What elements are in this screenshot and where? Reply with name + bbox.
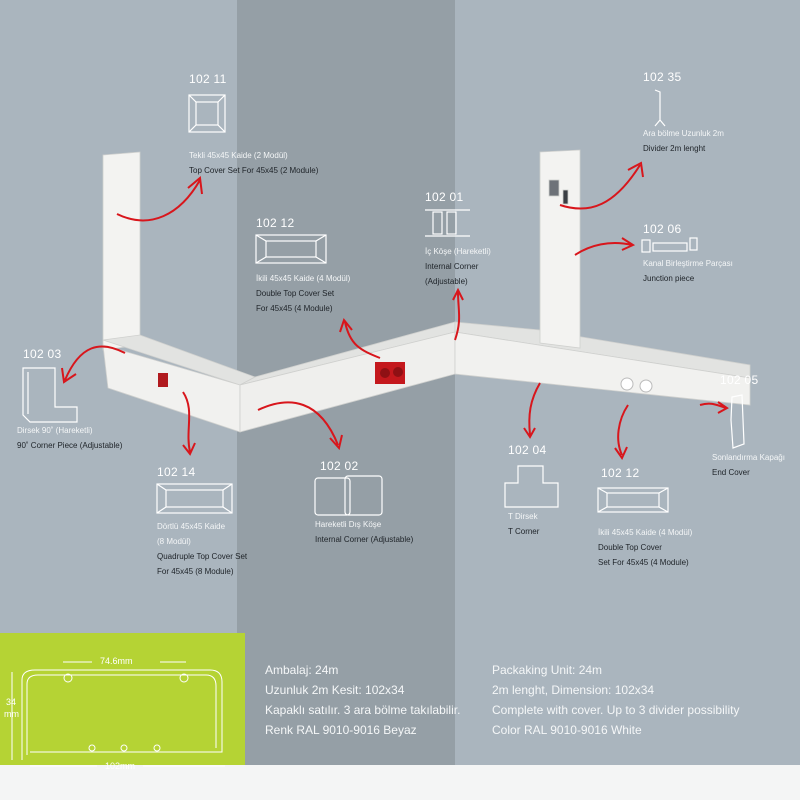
dim-top-width: 74.6mm xyxy=(100,656,133,666)
part-name-tr: Ara bölme Uzunluk 2m xyxy=(643,129,724,138)
part-name-tr: Sonlandırma Kapağı xyxy=(712,453,785,462)
spec-line: Color RAL 9010-9016 White xyxy=(492,723,642,737)
spec-line: Complete with cover. Up to 3 divider pos… xyxy=(492,703,740,717)
specs-turkish: Ambalaj: 24m Uzunluk 2m Kesit: 102x34 Ka… xyxy=(265,660,460,740)
arrow-icon xyxy=(699,401,729,414)
arrow-icon xyxy=(257,401,343,451)
callout-102-02: 102 02 Hareketli Dış Köşe Internal Corne… xyxy=(315,459,413,547)
part-name-en: Set For 45x45 (4 Module) xyxy=(598,558,689,567)
part-name-en: (Adjustable) xyxy=(425,277,468,286)
corner-90-icon xyxy=(22,367,78,423)
part-name-tr: T Dirsek xyxy=(508,512,538,521)
part-name-en: T Corner xyxy=(508,527,540,536)
arrow-icon xyxy=(559,161,644,210)
junction-piece-icon xyxy=(641,237,698,253)
arrow-icon xyxy=(574,237,636,256)
profile-panel xyxy=(0,633,245,765)
socket-red xyxy=(158,373,168,387)
part-name-tr: İkili 45x45 Kaide (4 Modül) xyxy=(598,528,693,537)
spec-line: 2m lenght, Dimension: 102x34 xyxy=(492,683,655,697)
end-cover-icon xyxy=(730,394,745,449)
part-name-en: End Cover xyxy=(712,468,750,477)
part-name-en: Double Top Cover xyxy=(598,543,662,552)
cable-channel xyxy=(102,149,751,433)
specs-english: Packaking Unit: 24m 2m lenght, Dimension… xyxy=(492,660,739,740)
double-top-cover-icon-2 xyxy=(597,487,669,513)
internal-corner-icon xyxy=(425,209,470,237)
part-code: 102 03 xyxy=(23,347,62,361)
arrow-icon xyxy=(523,382,541,439)
part-name-en: Internal Corner xyxy=(425,262,479,271)
part-code: 102 04 xyxy=(508,443,547,457)
t-corner-icon xyxy=(504,465,559,508)
dim-height: 34 xyxy=(6,697,17,707)
callout-102-03: 102 03 Dirsek 90˚ (Hareketli) 90˚ Corner… xyxy=(17,347,122,453)
spec-line: Renk RAL 9010-9016 Beyaz xyxy=(265,723,417,737)
spec-line: Uzunluk 2m Kesit: 102x34 xyxy=(265,683,405,697)
part-code: 102 05 xyxy=(720,373,759,387)
arrow-icon xyxy=(116,176,203,222)
part-code: 102 14 xyxy=(157,465,196,479)
socket-white xyxy=(620,377,634,391)
socket-white xyxy=(639,379,653,393)
callout-102-35: 102 35 Ara bölme Uzunluk 2m Divider 2m l… xyxy=(643,70,724,156)
external-corner-icon xyxy=(314,475,383,516)
part-code: 102 02 xyxy=(320,459,359,473)
dim-height-unit: mm xyxy=(4,709,19,719)
arrow-icon xyxy=(182,391,196,456)
part-code: 102 35 xyxy=(643,70,682,84)
arrow-icon xyxy=(61,345,126,384)
profile-cross-section-icon xyxy=(11,661,225,767)
part-name-tr-2: (8 Modül) xyxy=(157,537,191,546)
callout-102-11: 102 11 Tekli 45x45 Kaide (2 Modül) Top C… xyxy=(189,72,318,178)
part-name-en: Top Cover Set For 45x45 (2 Module) xyxy=(189,166,319,175)
part-name-en: Quadruple Top Cover Set xyxy=(157,552,248,561)
callout-102-05: 102 05 Sonlandırma Kapağı End Cover xyxy=(712,373,785,480)
callout-102-04: 102 04 T Dirsek T Corner xyxy=(508,443,547,539)
part-name-en: Internal Corner (Adjustable) xyxy=(315,535,414,544)
callout-102-12: 102 12 İkili 45x45 Kaide (4 Modül) Doubl… xyxy=(256,216,350,316)
divider-icon xyxy=(654,89,666,127)
arrow-icon xyxy=(339,317,381,359)
spec-line: Packaking Unit: 24m xyxy=(492,663,603,677)
part-code: 102 12 xyxy=(256,216,295,230)
double-top-cover-icon xyxy=(255,234,327,264)
part-name-en: Divider 2m lenght xyxy=(643,144,706,153)
quadruple-top-cover-icon xyxy=(156,483,233,514)
part-name-en: 90˚ Corner Piece (Adjustable) xyxy=(17,441,123,450)
part-name-tr: Dörtlü 45x45 Kaide xyxy=(157,522,226,531)
part-code: 102 01 xyxy=(425,190,464,204)
callout-102-01: 102 01 İç Köşe (Hareketli) Internal Corn… xyxy=(425,190,491,289)
part-code: 102 12 xyxy=(601,466,640,480)
spec-line: Ambalaj: 24m xyxy=(265,663,339,677)
arrow-icon xyxy=(452,287,464,341)
callout-102-12-b: 102 12 İkili 45x45 Kaide (4 Modül) Doubl… xyxy=(598,466,692,570)
part-name-tr: Dirsek 90˚ (Hareketli) xyxy=(17,426,93,435)
part-name-en: For 45x45 (8 Module) xyxy=(157,567,234,576)
part-name-tr: Hareketli Dış Köşe xyxy=(315,520,382,529)
callout-102-14: 102 14 Dörtlü 45x45 Kaide (8 Modül) Quad… xyxy=(157,465,247,579)
part-name-en: For 45x45 (4 Module) xyxy=(256,304,333,313)
part-name-tr: Tekli 45x45 Kaide (2 Modül) xyxy=(189,151,288,160)
part-code: 102 06 xyxy=(643,222,682,236)
arrow-icon xyxy=(614,404,629,461)
part-name-tr: İkili 45x45 Kaide (4 Modül) xyxy=(256,274,351,283)
arrows xyxy=(61,161,729,461)
part-code: 102 11 xyxy=(189,72,227,86)
callout-102-06: 102 06 Kanal Birleştirme Parçası Junctio… xyxy=(643,222,733,286)
spec-line: Kapaklı satılır. 3 ara bölme takılabilir… xyxy=(265,703,461,717)
part-name-en: Double Top Cover Set xyxy=(256,289,335,298)
top-cover-2-module-icon xyxy=(188,94,226,133)
part-name-tr: Kanal Birleştirme Parçası xyxy=(643,259,733,268)
dim-width: 102mm xyxy=(105,761,136,771)
part-name-tr: İç Köşe (Hareketli) xyxy=(425,247,491,256)
part-name-en: Junction piece xyxy=(643,274,695,283)
